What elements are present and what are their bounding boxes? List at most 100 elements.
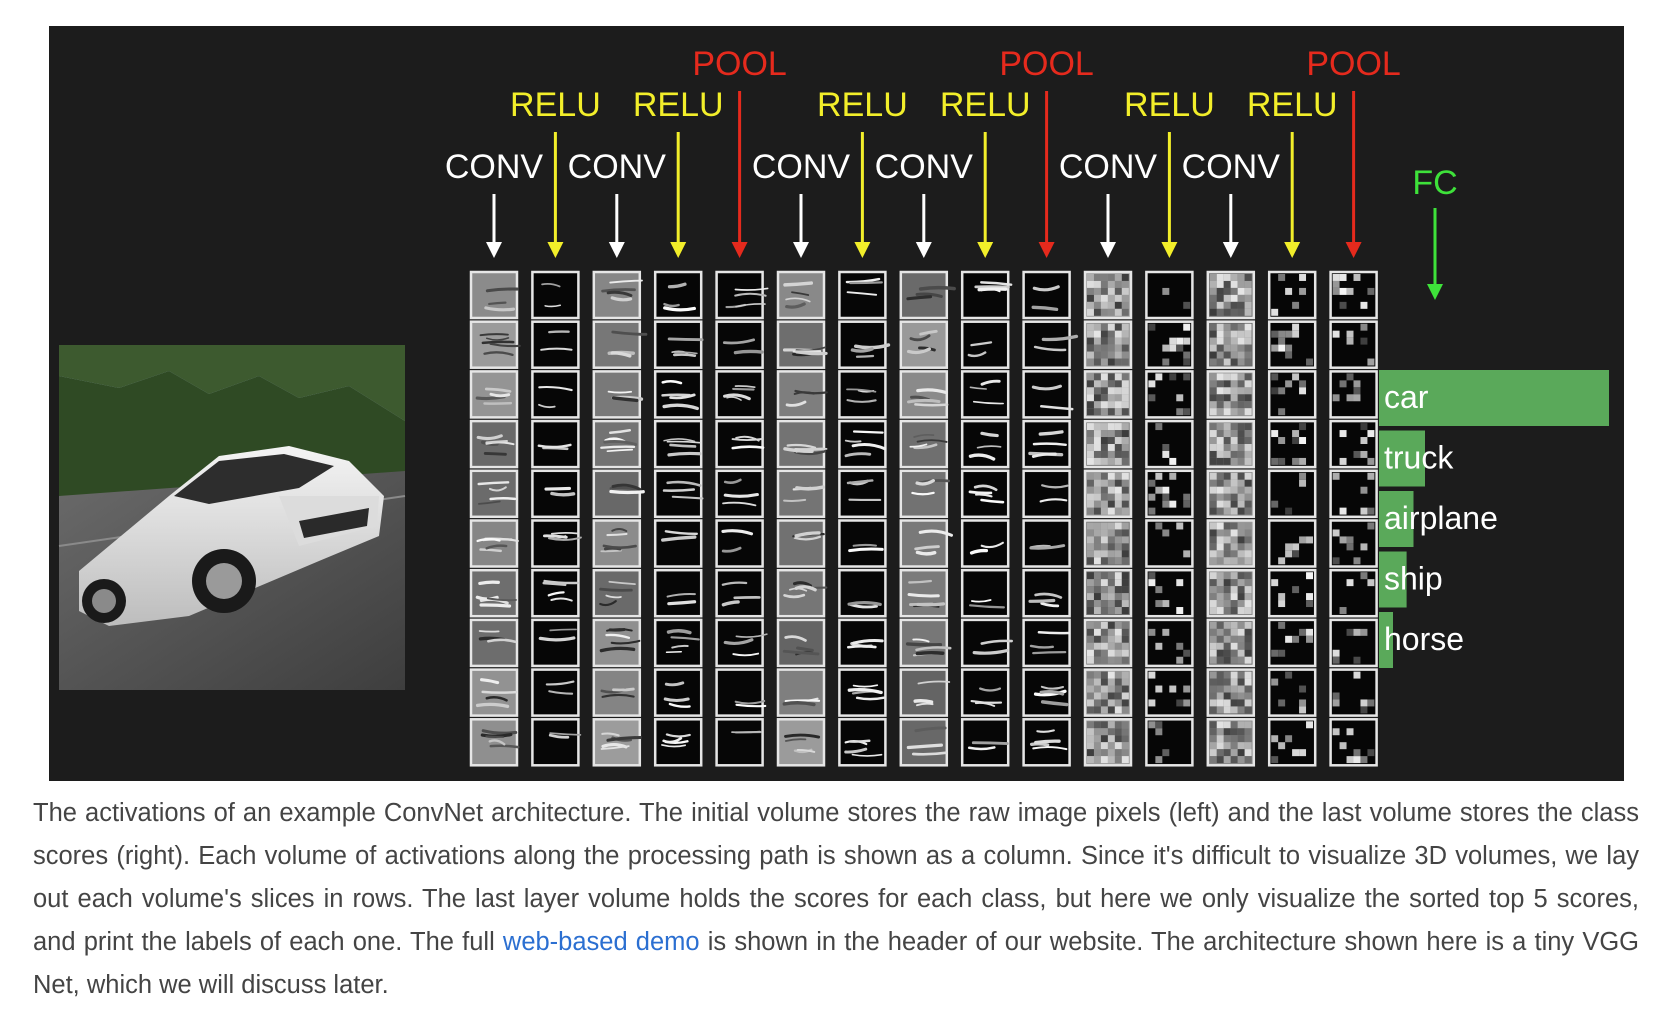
activation-slice bbox=[838, 718, 887, 767]
activation-slice bbox=[1022, 618, 1071, 668]
activation-column-7 bbox=[838, 270, 891, 767]
activation-slice bbox=[776, 469, 826, 519]
activation-slice bbox=[776, 718, 826, 767]
activation-slice bbox=[1267, 270, 1317, 320]
activation-slice bbox=[715, 469, 764, 519]
activation-slice bbox=[838, 618, 887, 668]
activation-slice bbox=[960, 270, 1013, 320]
stage-arrow-7 bbox=[854, 132, 871, 258]
activation-slice bbox=[592, 668, 642, 717]
stage-label-relu-9: RELU bbox=[940, 86, 1031, 124]
activation-slice bbox=[1206, 718, 1256, 767]
activation-slice bbox=[1145, 370, 1194, 419]
activation-slice bbox=[592, 519, 642, 568]
activation-slice bbox=[1145, 568, 1194, 618]
activation-slice bbox=[899, 668, 951, 717]
stage-arrow-3 bbox=[608, 194, 625, 258]
class-score-car: car bbox=[1379, 370, 1609, 426]
activation-slice bbox=[960, 718, 1010, 767]
activation-slice bbox=[838, 568, 887, 618]
activation-slice bbox=[1329, 419, 1378, 469]
activation-slice bbox=[1022, 718, 1071, 767]
stage-arrow-6 bbox=[793, 194, 809, 258]
activation-column-4 bbox=[653, 270, 704, 767]
activation-column-15 bbox=[1329, 270, 1378, 767]
activation-slice bbox=[776, 320, 828, 369]
activation-slice bbox=[1206, 568, 1256, 618]
activation-slice bbox=[776, 419, 828, 469]
fc-label: FC bbox=[1412, 164, 1457, 202]
activation-slice bbox=[1022, 270, 1071, 320]
activation-slice bbox=[899, 469, 950, 519]
activation-slice bbox=[899, 618, 952, 668]
activation-slice bbox=[715, 718, 764, 767]
figure-caption: The activations of an example ConvNet ar… bbox=[33, 792, 1639, 1007]
stage-arrow-10 bbox=[1038, 91, 1055, 258]
activation-slice bbox=[1083, 419, 1133, 469]
class-score-horse: horse bbox=[1379, 612, 1464, 668]
activation-slice bbox=[1267, 469, 1317, 519]
activation-slice bbox=[715, 320, 764, 369]
activation-slice bbox=[469, 270, 519, 320]
activation-slice bbox=[776, 370, 828, 419]
activation-slice bbox=[1145, 320, 1194, 369]
activation-slice bbox=[960, 568, 1010, 618]
activation-slice bbox=[653, 469, 704, 519]
activation-slice bbox=[653, 568, 703, 618]
activation-slice bbox=[531, 519, 582, 568]
activation-slice bbox=[469, 320, 521, 369]
activation-slice bbox=[592, 469, 645, 519]
activation-slice bbox=[1145, 270, 1194, 320]
activation-slice bbox=[776, 270, 826, 320]
activation-slice bbox=[469, 419, 519, 469]
activation-slice bbox=[1206, 618, 1256, 668]
activation-slice bbox=[1083, 270, 1133, 320]
activation-slice bbox=[1329, 270, 1378, 320]
activation-column-9 bbox=[960, 270, 1013, 767]
activation-slice bbox=[1145, 618, 1194, 668]
class-label: airplane bbox=[1384, 500, 1498, 536]
caption-text-end: is shown in the header of our website. T… bbox=[33, 928, 1640, 999]
activation-slice bbox=[469, 469, 519, 519]
activation-slice bbox=[1267, 568, 1317, 618]
activation-slice bbox=[1022, 568, 1071, 618]
fc-arrow-head bbox=[1427, 284, 1443, 300]
class-label: truck bbox=[1384, 440, 1454, 476]
activation-slice bbox=[592, 419, 642, 469]
activation-slice bbox=[1267, 718, 1317, 767]
activation-slice bbox=[1083, 370, 1133, 419]
activation-slice bbox=[653, 370, 703, 419]
stage-label-conv-8: CONV bbox=[875, 148, 974, 186]
activation-slice bbox=[1022, 370, 1074, 419]
web-based-demo-link[interactable]: web-based demo bbox=[502, 928, 700, 956]
activation-column-12 bbox=[1145, 270, 1194, 767]
class-score-ship: ship bbox=[1379, 551, 1443, 608]
stage-label-relu-2: RELU bbox=[510, 86, 601, 124]
stage-label-pool-15: POOL bbox=[1306, 45, 1400, 83]
activation-column-8 bbox=[899, 270, 956, 767]
activation-slice bbox=[1206, 469, 1256, 519]
activation-slice bbox=[1206, 419, 1256, 469]
stage-label-relu-4: RELU bbox=[633, 86, 724, 124]
activation-slice bbox=[1206, 320, 1256, 369]
activation-slice bbox=[1083, 668, 1133, 717]
activation-slice bbox=[592, 270, 643, 320]
activation-slice bbox=[1083, 469, 1133, 519]
activation-slice bbox=[838, 469, 887, 519]
activation-slice bbox=[469, 668, 519, 717]
activation-slice bbox=[838, 270, 887, 320]
activation-slice bbox=[838, 419, 887, 469]
activation-slice bbox=[469, 618, 519, 668]
activation-slice bbox=[531, 469, 580, 519]
activation-slice bbox=[960, 419, 1010, 469]
activation-slice bbox=[1145, 519, 1194, 568]
activation-slice bbox=[715, 419, 765, 469]
activation-slice bbox=[531, 419, 580, 469]
activation-slice bbox=[531, 270, 580, 320]
activation-slice bbox=[653, 419, 703, 469]
activation-slice bbox=[1267, 419, 1317, 469]
activation-slice bbox=[838, 668, 887, 717]
activation-slice bbox=[715, 668, 767, 717]
stage-label-conv-3: CONV bbox=[568, 148, 667, 186]
